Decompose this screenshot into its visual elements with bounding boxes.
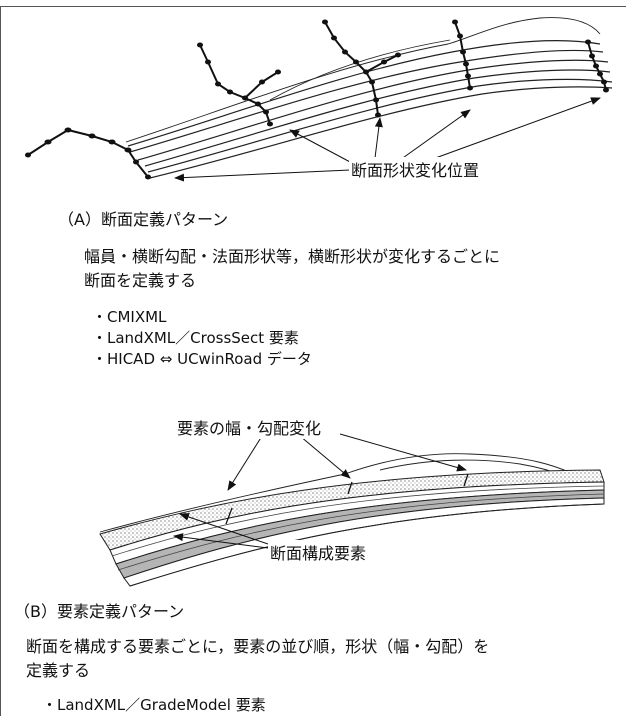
callout-arrows-b (173, 433, 467, 549)
description-b-line-2: 定義する (26, 661, 91, 680)
cross-section-nodes (25, 19, 609, 180)
description-a-line-2: 断面を定義する (84, 271, 197, 290)
bullet-a-2: ・LandXML／CrossSect 要素 (92, 329, 299, 347)
bullet-b-1: ・LandXML／GradeModel 要素 (42, 696, 266, 714)
description-a-line-1: 幅員・横断勾配・法面形状等，横断形状が変化するごとに (84, 247, 501, 266)
heading-section-pattern: （A）断面定義パターン (58, 210, 229, 229)
bullet-a-3: ・HICAD ⇔ UCwinRoad データ (92, 350, 312, 368)
lower-slope-line (129, 503, 605, 587)
bullet-a-1: ・CMIXML (92, 308, 167, 326)
callout-arrows-a (174, 97, 601, 182)
section-pattern-road-diagram (25, 17, 613, 182)
left-border (0, 6, 1, 716)
road-surface-lines (125, 17, 613, 179)
callout-width-slope-change: 要素の幅・勾配変化 (175, 415, 324, 439)
description-b-line-1: 断面を構成する要素ごとに，要素の並び順，形状（幅・勾配）を (26, 637, 490, 656)
element-pattern-road-diagram (99, 433, 605, 587)
width-change-marks (225, 473, 469, 525)
callout-section-change: 断面形状変化位置 (349, 157, 482, 181)
cross-section-markers (27, 21, 607, 178)
top-border (0, 6, 626, 7)
heading-element-pattern: （B）要素定義パターン (14, 602, 185, 621)
callout-section-elements: 断面構成要素 (268, 540, 369, 564)
